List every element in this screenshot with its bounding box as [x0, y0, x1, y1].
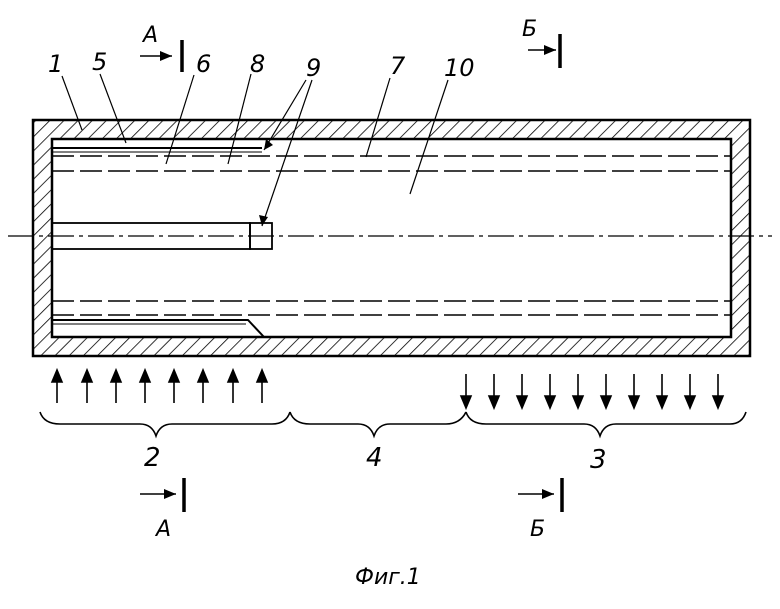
zone-braces [39, 411, 747, 439]
section-label-b-bottom: Б [530, 517, 545, 542]
label-9: 9 [306, 54, 321, 82]
section-mark-a-top: А [140, 23, 184, 72]
leader-9-arrowhead-2 [259, 215, 268, 226]
label-2: 2 [144, 443, 161, 473]
label-8: 8 [250, 50, 265, 78]
section-label-b-top: Б [522, 17, 537, 42]
housing-wall [31, 118, 752, 358]
outflow-arrows [459, 374, 725, 411]
leader-lines [61, 73, 449, 227]
section-mark-b-top: Б [522, 17, 562, 68]
label-6: 6 [196, 50, 211, 78]
label-5: 5 [92, 48, 107, 76]
brace-zone-2 [39, 411, 291, 439]
label-1: 1 [48, 50, 63, 78]
lower-plate [52, 319, 265, 338]
figure-caption: Фиг.1 [355, 565, 421, 590]
section-label-a-bottom: А [154, 517, 171, 542]
label-4: 4 [366, 443, 383, 473]
section-mark-b-bottom: Б [518, 478, 564, 542]
section-mark-a-bottom: А [140, 478, 186, 542]
inflow-arrows [50, 367, 269, 403]
label-10: 10 [444, 54, 475, 82]
label-7: 7 [390, 52, 406, 80]
section-label-a-top: А [141, 23, 158, 48]
brace-zone-4 [289, 411, 467, 439]
brace-zone-3 [465, 411, 747, 439]
leader-9-arrowhead-1 [264, 139, 273, 150]
label-3: 3 [590, 445, 607, 475]
